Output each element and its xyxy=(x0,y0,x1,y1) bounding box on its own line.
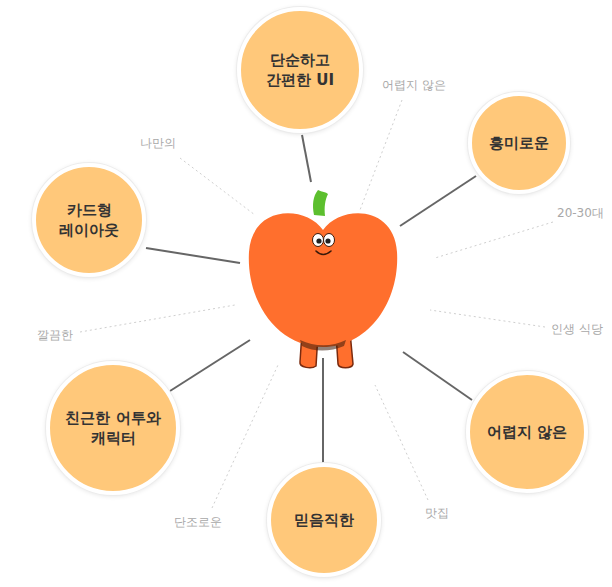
body xyxy=(249,213,397,347)
eye xyxy=(324,234,335,247)
keyword-label: 깔끔한 xyxy=(35,327,75,344)
dotted-leader xyxy=(375,385,428,500)
solid-leader xyxy=(400,176,476,226)
keyword-label: 어렵지 않은 xyxy=(380,77,448,94)
keyword-circle: 어렵지 않은 xyxy=(466,371,588,493)
solid-leader xyxy=(322,358,324,465)
keyword-circle: 단순하고 간편한 UI xyxy=(237,7,363,133)
dotted-leader xyxy=(80,305,235,332)
keyword-label: 20-30대 xyxy=(555,205,606,222)
solid-leader xyxy=(403,352,472,400)
character xyxy=(249,190,397,368)
stem xyxy=(313,190,328,216)
keyword-circle: 흥미로운 xyxy=(468,92,570,194)
dotted-leader xyxy=(180,158,255,215)
keyword-text: 카드형 레이아웃 xyxy=(51,200,127,241)
keyword-text: 믿음직한 xyxy=(294,510,354,530)
solid-leader xyxy=(146,248,240,263)
dotted-leader xyxy=(430,310,545,327)
smile xyxy=(316,251,331,255)
keyword-label: 인생 식당 xyxy=(549,321,605,338)
dotted-leader xyxy=(212,365,278,508)
keyword-text: 흥미로운 xyxy=(489,133,549,153)
keyword-text: 친근한 어투와 캐릭터 xyxy=(60,408,166,449)
solid-leader xyxy=(170,340,250,391)
solid-leader xyxy=(302,135,311,182)
dotted-leader xyxy=(435,222,553,258)
dotted-leader xyxy=(360,100,402,210)
keyword-circle: 카드형 레이아웃 xyxy=(32,163,146,277)
keyword-label: 맛집 xyxy=(423,505,451,522)
keyword-circle: 믿음직한 xyxy=(267,463,381,577)
pupil xyxy=(325,238,330,243)
eye xyxy=(313,234,324,247)
keyword-label: 나만의 xyxy=(138,135,178,152)
keyword-text: 단순하고 간편한 UI xyxy=(258,50,342,91)
pupil xyxy=(316,238,321,243)
keyword-text: 어렵지 않은 xyxy=(487,422,567,442)
keyword-circle: 친근한 어투와 캐릭터 xyxy=(46,361,180,495)
keyword-label: 단조로운 xyxy=(172,514,224,531)
solid-leaders xyxy=(146,135,476,465)
shadow xyxy=(300,340,346,351)
